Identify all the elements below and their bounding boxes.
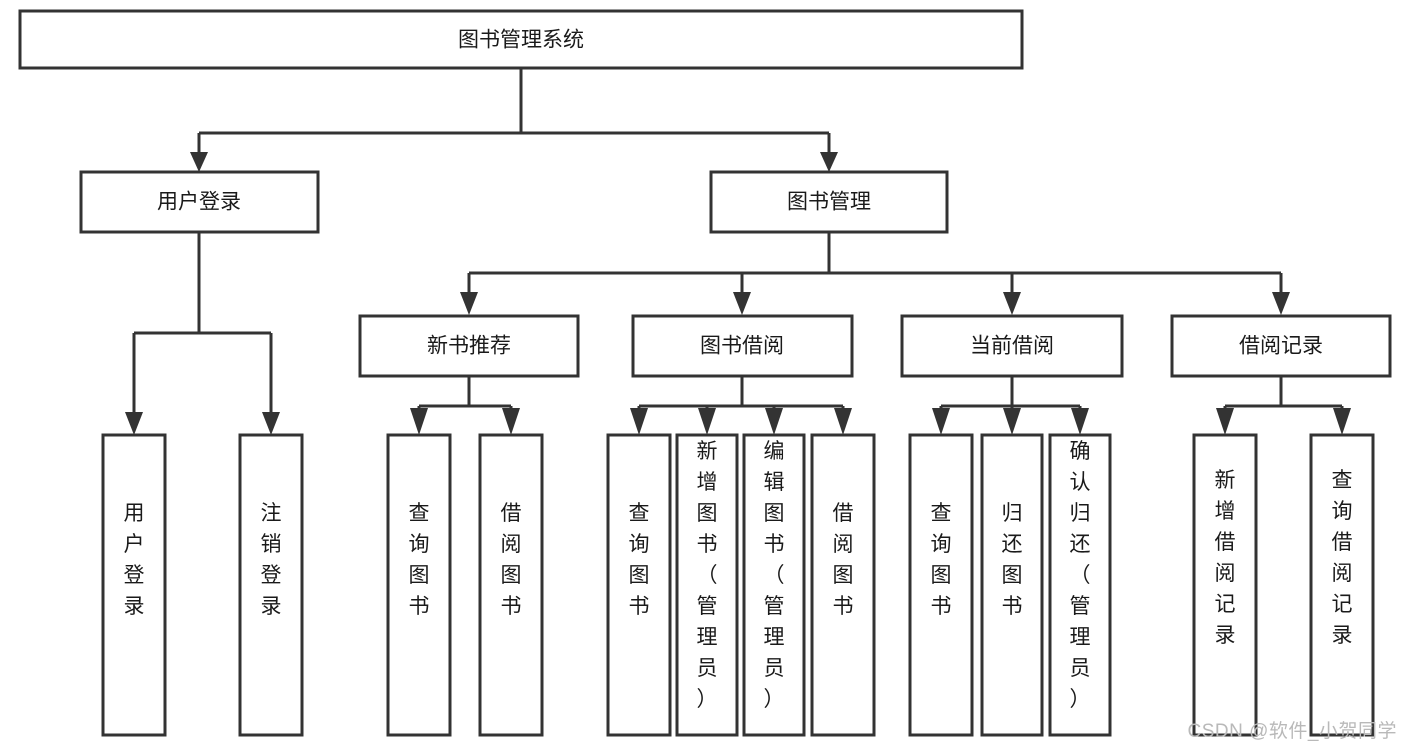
node-current-borrow-label: 当前借阅: [970, 335, 1054, 358]
node-user-login-label: 用户登录: [157, 191, 241, 214]
leaf-user-login-box[interactable]: [101, 433, 167, 737]
node-user-login[interactable]: 用户登录: [79, 170, 320, 234]
node-book-borrow-box[interactable]: [631, 314, 854, 378]
leaf-return-book-box[interactable]: [980, 433, 1044, 737]
leaf-borrow-book-2[interactable]: 借阅图书: [810, 433, 876, 737]
leaf-add-record-box[interactable]: [1192, 433, 1258, 737]
arrow-leaf-user-logout: [262, 412, 280, 435]
node-borrow-record[interactable]: 借阅记录: [1170, 314, 1392, 378]
leaf-user-login-label: 用户登录: [124, 502, 145, 618]
leaf-borrow-book-2-label: 借阅图书: [833, 502, 854, 618]
node-new-book-recommend[interactable]: 新书推荐: [358, 314, 580, 378]
leaf-return-book-label: 归还图书: [1002, 502, 1023, 618]
leaf-user-logout[interactable]: 注销登录: [238, 433, 304, 737]
leaf-user-logout-box[interactable]: [238, 433, 304, 737]
node-book-borrow[interactable]: 图书借阅: [631, 314, 854, 378]
arrow-leaf-borrow-book-2: [834, 408, 852, 435]
leaf-add-book-label: 新增图书（管理员）: [697, 440, 718, 711]
arrow-to-book-borrow: [733, 292, 751, 315]
node-borrow-record-label: 借阅记录: [1239, 335, 1323, 358]
leaf-add-record-label: 新增借阅记录: [1215, 469, 1236, 647]
leaf-borrow-book-1-label: 借阅图书: [501, 502, 522, 618]
node-book-management[interactable]: 图书管理: [709, 170, 949, 234]
leaf-query-book-2-label: 查询图书: [629, 502, 650, 618]
leaf-query-record[interactable]: 查询借阅记录: [1309, 433, 1375, 737]
node-borrow-record-box[interactable]: [1170, 314, 1392, 378]
node-user-login-box[interactable]: [79, 170, 320, 234]
arrow-to-new-book: [460, 292, 478, 315]
leaf-query-book-1-label: 查询图书: [409, 502, 430, 618]
leaf-user-logout-label: 注销登录: [261, 502, 282, 618]
node-root-box[interactable]: [18, 9, 1024, 70]
leaf-borrow-book-2-box[interactable]: [810, 433, 876, 737]
arrow-leaf-borrow-book-1: [502, 408, 520, 435]
leaf-query-book-2-box[interactable]: [606, 433, 672, 737]
node-root-label: 图书管理系统: [458, 29, 584, 52]
arrow-to-borrow-record: [1272, 292, 1290, 315]
node-current-borrow[interactable]: 当前借阅: [900, 314, 1124, 378]
node-new-book-recommend-box[interactable]: [358, 314, 580, 378]
arrow-leaf-add-record: [1216, 408, 1234, 435]
arrow-leaf-query-book-3: [932, 408, 950, 435]
leaf-query-record-label: 查询借阅记录: [1332, 469, 1353, 647]
node-book-management-label: 图书管理: [787, 191, 871, 214]
connector-layer: [125, 68, 1351, 435]
leaf-return-book[interactable]: 归还图书: [980, 433, 1044, 737]
leaf-confirm-return[interactable]: 确认归还（管理员）: [1048, 433, 1112, 737]
arrow-to-current-borrow: [1003, 292, 1021, 315]
node-new-book-recommend-label: 新书推荐: [427, 335, 511, 358]
arrow-leaf-user-login: [125, 412, 143, 435]
leaf-query-book-3-label: 查询图书: [931, 502, 952, 618]
leaf-borrow-book-1-box[interactable]: [478, 433, 544, 737]
arrow-leaf-confirm-return: [1071, 408, 1089, 435]
arrow-to-user-login: [190, 152, 208, 172]
node-book-borrow-label: 图书借阅: [700, 335, 784, 358]
arrow-leaf-query-book-1: [410, 408, 428, 435]
leaf-add-record[interactable]: 新增借阅记录: [1192, 433, 1258, 737]
leaf-edit-book[interactable]: 编辑图书（管理员）: [742, 433, 806, 737]
leaf-query-book-1[interactable]: 查询图书: [386, 433, 452, 737]
leaf-user-login[interactable]: 用户登录: [101, 433, 167, 737]
leaf-add-book-box[interactable]: [675, 433, 739, 737]
leaf-query-book-3-box[interactable]: [908, 433, 974, 737]
leaf-confirm-return-box[interactable]: [1048, 433, 1112, 737]
arrow-leaf-query-book-2: [630, 408, 648, 435]
leaf-edit-book-label: 编辑图书（管理员）: [764, 440, 785, 711]
node-root[interactable]: 图书管理系统: [18, 9, 1024, 70]
leaf-add-book[interactable]: 新增图书（管理员）: [675, 433, 739, 737]
leaf-edit-book-box[interactable]: [742, 433, 806, 737]
node-book-management-box[interactable]: [709, 170, 949, 234]
node-current-borrow-box[interactable]: [900, 314, 1124, 378]
leaf-query-book-2[interactable]: 查询图书: [606, 433, 672, 737]
arrow-leaf-return-book: [1003, 408, 1021, 435]
arrow-leaf-query-record: [1333, 408, 1351, 435]
leaf-borrow-book-1[interactable]: 借阅图书: [478, 433, 544, 737]
leaf-confirm-return-label: 确认归还（管理员）: [1070, 440, 1091, 711]
leaf-query-book-3[interactable]: 查询图书: [908, 433, 974, 737]
arrow-leaf-edit-book: [765, 408, 783, 435]
leaf-query-book-1-box[interactable]: [386, 433, 452, 737]
arrow-to-book-management: [820, 152, 838, 172]
arrow-leaf-add-book: [698, 408, 716, 435]
leaf-query-record-box[interactable]: [1309, 433, 1375, 737]
